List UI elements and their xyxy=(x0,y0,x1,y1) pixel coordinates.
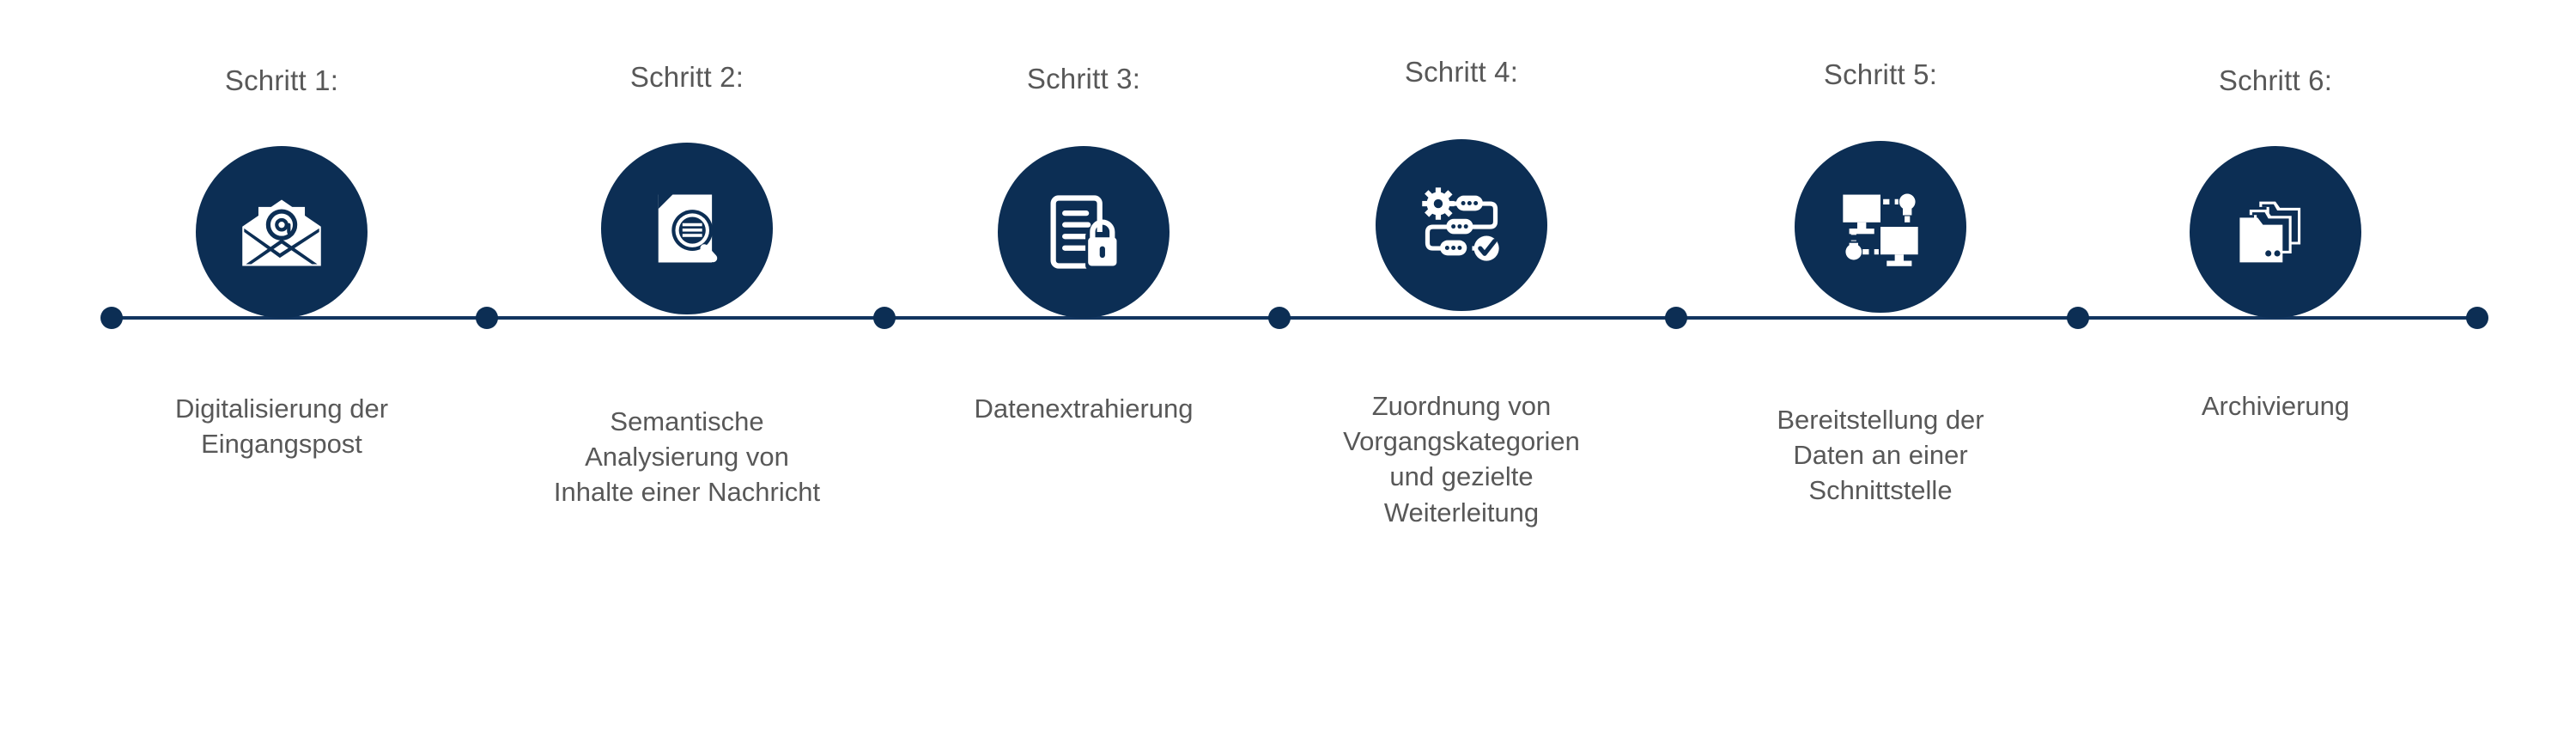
timeline-rail xyxy=(110,316,2480,320)
step-label: Archivierung xyxy=(2095,388,2456,424)
document-lock-icon xyxy=(1050,195,1120,270)
step-label-line: Weiterleitung xyxy=(1383,497,1540,528)
timeline-dot xyxy=(873,307,896,329)
step-heading: Schritt 2: xyxy=(629,61,744,93)
step-label-line: und gezielte xyxy=(1389,461,1534,492)
step-label-line: Digitalisierung der xyxy=(174,393,389,424)
timeline-dot xyxy=(100,307,123,329)
step-label: Datenextrahierung xyxy=(903,391,1264,426)
step-heading: Schritt 5: xyxy=(1823,58,1938,90)
step-label-line: Datenextrahierung xyxy=(974,393,1194,424)
step-icon-badge[interactable] xyxy=(1376,139,1547,311)
step-heading: Schritt 1: xyxy=(224,64,339,96)
step-label-line: Analysierung von xyxy=(585,442,789,473)
step-label: Bereitstellung der Daten an einer Schnit… xyxy=(1700,402,2061,509)
step-label-line: Semantische xyxy=(610,406,764,436)
step-heading: Schritt 4: xyxy=(1404,56,1519,88)
step-label: Digitalisierung der Eingangspost xyxy=(101,391,462,461)
step-label-line: Vorgangskategorien xyxy=(1343,426,1580,457)
step-heading: Schritt 6: xyxy=(2218,64,2333,96)
timeline-dot xyxy=(1268,307,1291,329)
step-label-line: Schnittstelle xyxy=(1808,475,1953,506)
step-label-line: Zuordnung von xyxy=(1371,391,1552,421)
timeline-dot xyxy=(2466,307,2488,329)
step-label-line: Eingangspost xyxy=(201,429,362,460)
step-label-line: Archivierung xyxy=(2201,391,2350,421)
step-label: Semantische Analysierung von Inhalte ein… xyxy=(507,404,867,510)
step-label-line: Bereitstellung der xyxy=(1777,405,1984,435)
timeline-dot xyxy=(2067,307,2089,329)
email-open-at-icon xyxy=(242,199,321,266)
timeline-dot xyxy=(1665,307,1687,329)
step-label: Zuordnung von Vorgangskategorien und gez… xyxy=(1281,388,1642,530)
step-label-line: Inhalte einer Nachricht xyxy=(553,477,821,508)
document-magnifier-icon xyxy=(658,194,718,263)
step-icon-badge[interactable] xyxy=(1795,141,1966,313)
step-icon-badge[interactable] xyxy=(601,143,773,314)
step-heading: Schritt 3: xyxy=(1026,63,1141,95)
network-monitors-icon xyxy=(1843,193,1918,266)
step-icon-badge[interactable] xyxy=(998,146,1170,318)
step-label-line: Daten an einer xyxy=(1793,440,1968,471)
timeline-dot xyxy=(476,307,498,329)
folder-stack-icon xyxy=(2239,201,2301,263)
step-icon-badge[interactable] xyxy=(2190,146,2361,318)
workflow-gear-check-icon xyxy=(1422,187,1499,261)
step-icon-badge[interactable] xyxy=(196,146,368,318)
